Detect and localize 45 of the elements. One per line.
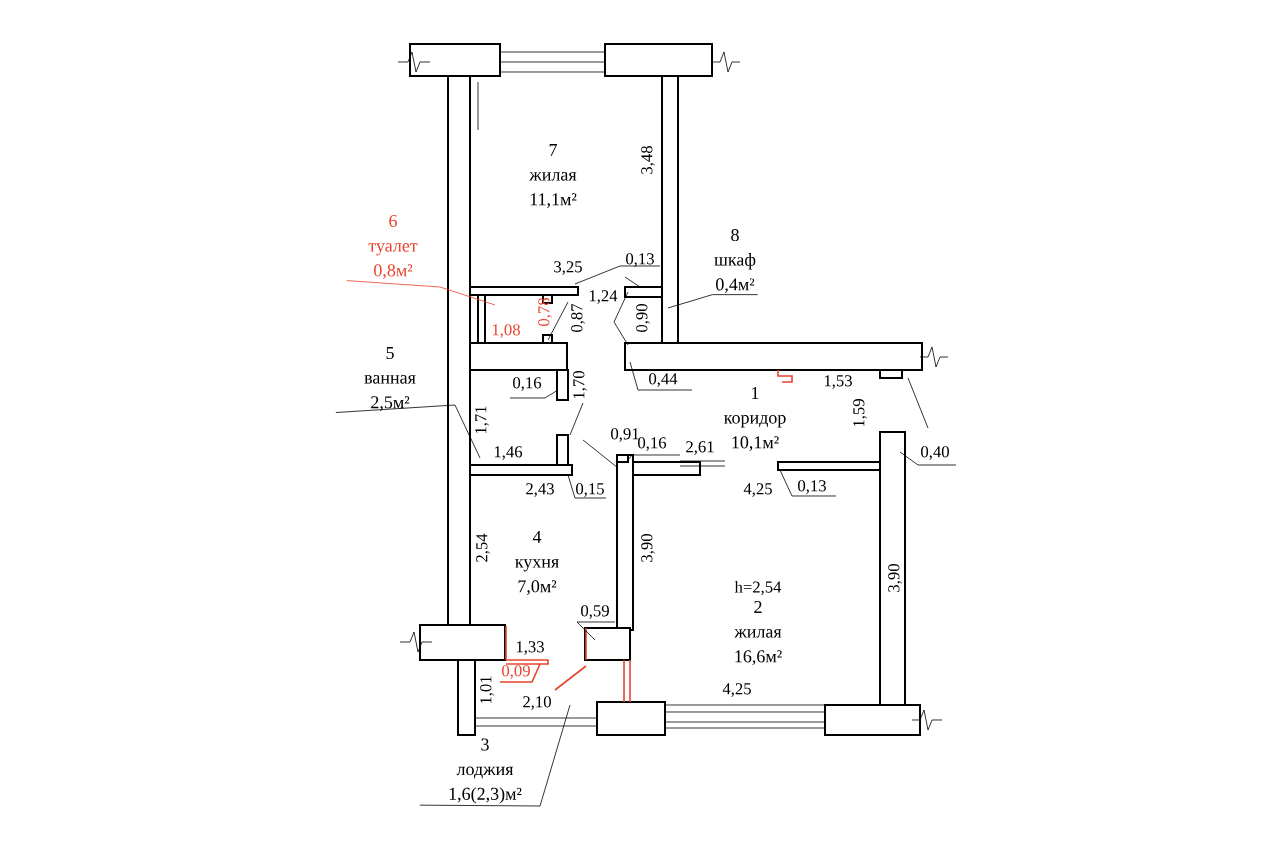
- dimension-label: 0,59: [581, 605, 609, 619]
- room-label: 3 лоджия 1,6(2,3)м²: [449, 738, 522, 804]
- dimension-label: 0,78: [538, 298, 552, 326]
- dimension-label: 2,43: [526, 483, 554, 497]
- leader-line: [335, 404, 481, 459]
- dimension-label: 0,13: [798, 480, 826, 494]
- dimension-label: 0,15: [576, 483, 604, 497]
- room-label: 8 шкаф 0,4м²: [714, 228, 756, 293]
- room-label: 6 туалет 0,8м²: [368, 215, 418, 279]
- dimension-label: 0,09: [502, 665, 530, 679]
- leader-line: [667, 294, 758, 309]
- dimension-label: 0,44: [649, 373, 678, 387]
- dimension-label: 3,25: [554, 261, 582, 275]
- dimension-label: 3,48: [641, 146, 655, 174]
- dimension-label: 2,61: [686, 441, 714, 455]
- dimension-label: 0,90: [636, 304, 650, 332]
- dimension-label: 0,16: [638, 437, 667, 451]
- dimension-label: 1,01: [480, 676, 494, 704]
- dimension-label: 3,90: [888, 564, 902, 592]
- room-label: 7 жилая 11,1м²: [529, 144, 577, 208]
- dimension-label: 1,71: [475, 406, 489, 434]
- dimension-label: 1,59: [853, 399, 867, 427]
- dimension-label: 0,91: [611, 428, 639, 442]
- dimension-label: h=2,54: [734, 580, 782, 596]
- room-label: 4 кухня 7,0м²: [515, 531, 559, 595]
- room-label: 1 коридор 10,1м²: [724, 387, 786, 451]
- dimension-label: 3,90: [641, 534, 655, 562]
- dimension-label: 2,10: [523, 696, 551, 710]
- room-label: 5 ванная 2,5м²: [364, 347, 416, 411]
- dimension-label: 1,24: [589, 290, 618, 304]
- leader-line: [346, 280, 496, 306]
- dimension-label: 0,87: [571, 303, 585, 332]
- room-label: 2 жилая 16,6м²: [734, 601, 782, 665]
- dimension-label: 2,54: [476, 533, 490, 562]
- dimension-label: 0,16: [513, 377, 542, 391]
- dimension-label: 1,33: [516, 641, 544, 655]
- dimension-label: 1,70: [573, 371, 587, 399]
- dimension-label: 1,08: [492, 324, 520, 338]
- dimension-label: 0,40: [921, 446, 949, 460]
- leader-line: [419, 704, 571, 807]
- dimension-label: 4,25: [722, 683, 751, 697]
- dimension-label: 1,46: [494, 446, 523, 460]
- dimension-label: 1,53: [824, 375, 852, 389]
- dimension-label: 0,13: [626, 253, 654, 267]
- dimension-label: 4,25: [743, 483, 772, 497]
